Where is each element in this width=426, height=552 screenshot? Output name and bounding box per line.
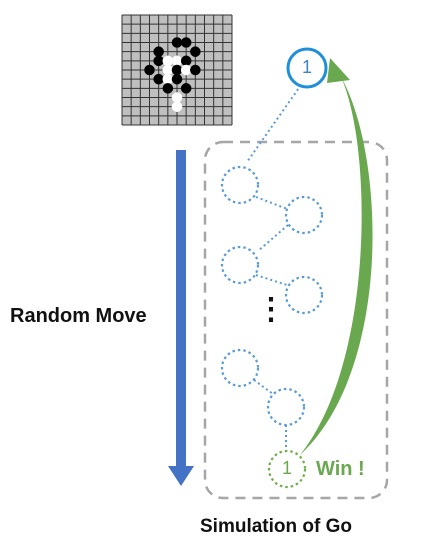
root-node-value: 1 bbox=[301, 57, 312, 77]
tree-node bbox=[220, 348, 260, 388]
simulation-box bbox=[203, 140, 389, 500]
tree-node bbox=[220, 165, 260, 205]
go-board bbox=[121, 14, 233, 126]
black-stone bbox=[153, 73, 164, 85]
leaf-node-value: 1 bbox=[281, 458, 292, 478]
black-stone bbox=[190, 64, 201, 76]
white-stone bbox=[171, 92, 183, 103]
white-stone bbox=[162, 55, 174, 67]
win-arrow bbox=[300, 58, 373, 455]
win-label: Win ! bbox=[316, 458, 365, 480]
white-stone bbox=[162, 73, 174, 85]
black-stone bbox=[162, 83, 174, 94]
tree-node bbox=[220, 245, 260, 285]
black-stone bbox=[144, 64, 155, 76]
white-stone bbox=[171, 55, 183, 67]
black-stone bbox=[171, 64, 183, 76]
tree-node bbox=[284, 195, 324, 235]
root-node bbox=[286, 47, 328, 89]
black-stone bbox=[171, 37, 183, 48]
white-stone bbox=[180, 64, 192, 76]
ellipsis-marker: ⋮ bbox=[256, 293, 286, 326]
black-stone bbox=[153, 55, 164, 67]
random-move-arrow bbox=[168, 150, 194, 486]
leaf-node bbox=[267, 449, 307, 489]
tree-edges bbox=[246, 84, 302, 451]
tree-nodes bbox=[220, 165, 324, 427]
black-stone bbox=[171, 73, 183, 85]
black-stone bbox=[153, 46, 164, 57]
black-stone bbox=[180, 37, 192, 48]
black-stone bbox=[180, 83, 192, 94]
white-stone bbox=[162, 64, 174, 76]
black-stone bbox=[190, 46, 201, 57]
tree-node bbox=[284, 275, 324, 315]
simulation-label: Simulation of Go bbox=[200, 516, 352, 537]
random-move-label: Random Move bbox=[10, 305, 147, 327]
tree-node bbox=[266, 387, 306, 427]
black-stone bbox=[180, 55, 192, 67]
white-stone bbox=[171, 101, 183, 112]
